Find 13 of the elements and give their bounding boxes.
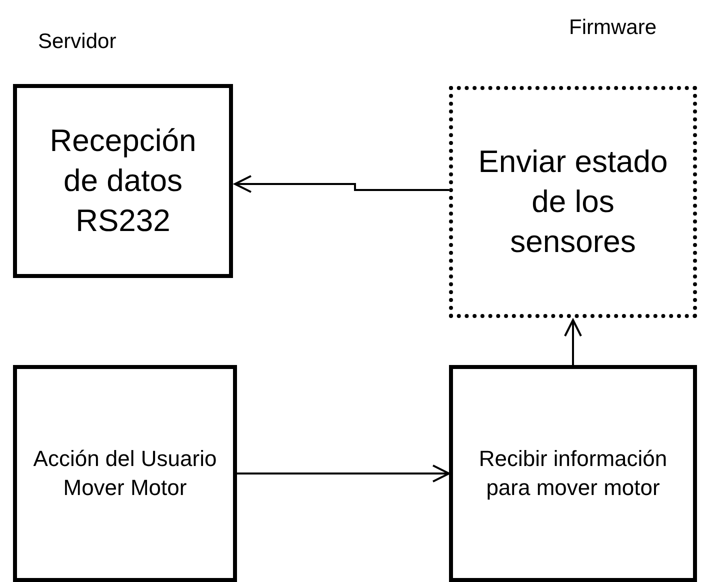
section-label: Servidor	[38, 30, 116, 54]
box-label: Recepción de datos RS232	[48, 122, 198, 240]
process-box	[13, 365, 237, 582]
arrow	[237, 464, 450, 482]
process-box	[449, 365, 697, 582]
arrow	[234, 175, 449, 193]
arrow	[564, 319, 582, 365]
box-label: Acción del Usuario Mover Motor	[32, 444, 218, 502]
section-label: Firmware	[569, 16, 656, 40]
box-label: Enviar estado de los sensores	[477, 142, 669, 262]
box-label: Recibir información para mover motor	[478, 444, 668, 502]
process-box	[13, 84, 233, 278]
dotted-process-box	[449, 86, 697, 318]
